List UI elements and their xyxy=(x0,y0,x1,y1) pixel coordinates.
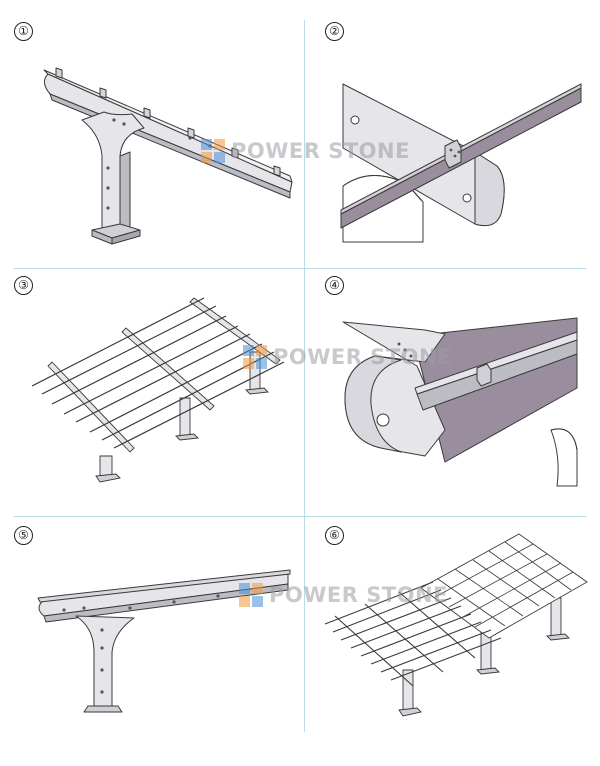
step-3-illustration xyxy=(31,297,285,483)
step-1-panel: ① xyxy=(4,16,300,262)
step-5-panel: ⑤ xyxy=(4,520,300,766)
step-3-number: ③ xyxy=(14,276,33,295)
step-2-number: ② xyxy=(325,22,344,41)
step-1-number: ① xyxy=(14,22,33,41)
step-2-illustration xyxy=(340,83,582,243)
step-3-panel: ③ xyxy=(4,270,300,516)
step-4-illustration xyxy=(342,317,578,487)
step-5-number: ⑤ xyxy=(14,526,33,545)
divider-horizontal-2 xyxy=(14,516,586,517)
step-6-illustration xyxy=(324,533,588,717)
step-6-number: ⑥ xyxy=(325,526,344,545)
step-1-illustration xyxy=(43,67,293,245)
divider-vertical xyxy=(304,20,305,732)
divider-horizontal-1 xyxy=(14,268,586,269)
step-4-number: ④ xyxy=(325,276,344,295)
step-4-panel: ④ xyxy=(305,270,600,516)
step-2-panel: ② xyxy=(305,16,600,262)
step-6-panel: ⑥ xyxy=(305,520,600,766)
step-5-illustration xyxy=(37,569,291,713)
